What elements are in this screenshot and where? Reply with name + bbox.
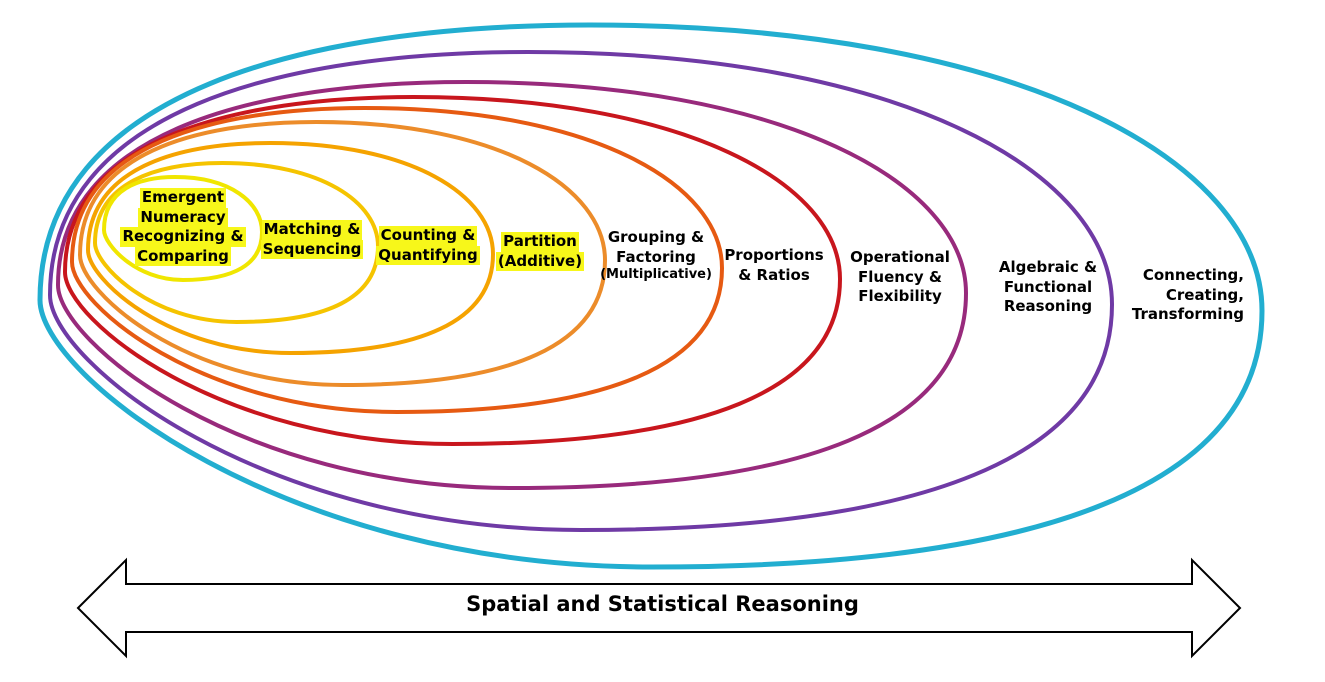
label-partition: Partition (Additive) — [495, 232, 585, 271]
label-emergent: Emergent Numeracy Recognizing & Comparin… — [120, 188, 246, 266]
banner-label: Spatial and Statistical Reasoning — [466, 592, 859, 616]
stage-loop-4 — [77, 119, 608, 388]
stage-loop-9 — [37, 22, 1265, 570]
stage-loop-5 — [69, 105, 725, 415]
stage-loop-3 — [85, 140, 496, 356]
stage-loop-6 — [62, 94, 843, 447]
label-operational: Operational Fluency & Flexibility — [850, 248, 950, 305]
label-proportions: Proportions & Ratios — [724, 246, 824, 284]
stage-loop-7 — [55, 79, 969, 491]
stage-loop-8 — [47, 49, 1115, 533]
label-counting: Counting & Quantifying — [376, 226, 480, 265]
label-grouping: Grouping & Factoring (Multiplicative) — [594, 228, 718, 284]
double-arrow-banner — [76, 557, 1242, 659]
label-connecting: Connecting, Creating, Transforming — [1131, 266, 1244, 323]
label-grouping-sub: (Multiplicative) — [600, 267, 712, 282]
label-algebraic: Algebraic & Functional Reasoning — [998, 258, 1098, 315]
label-matching: Matching & Sequencing — [260, 220, 364, 259]
